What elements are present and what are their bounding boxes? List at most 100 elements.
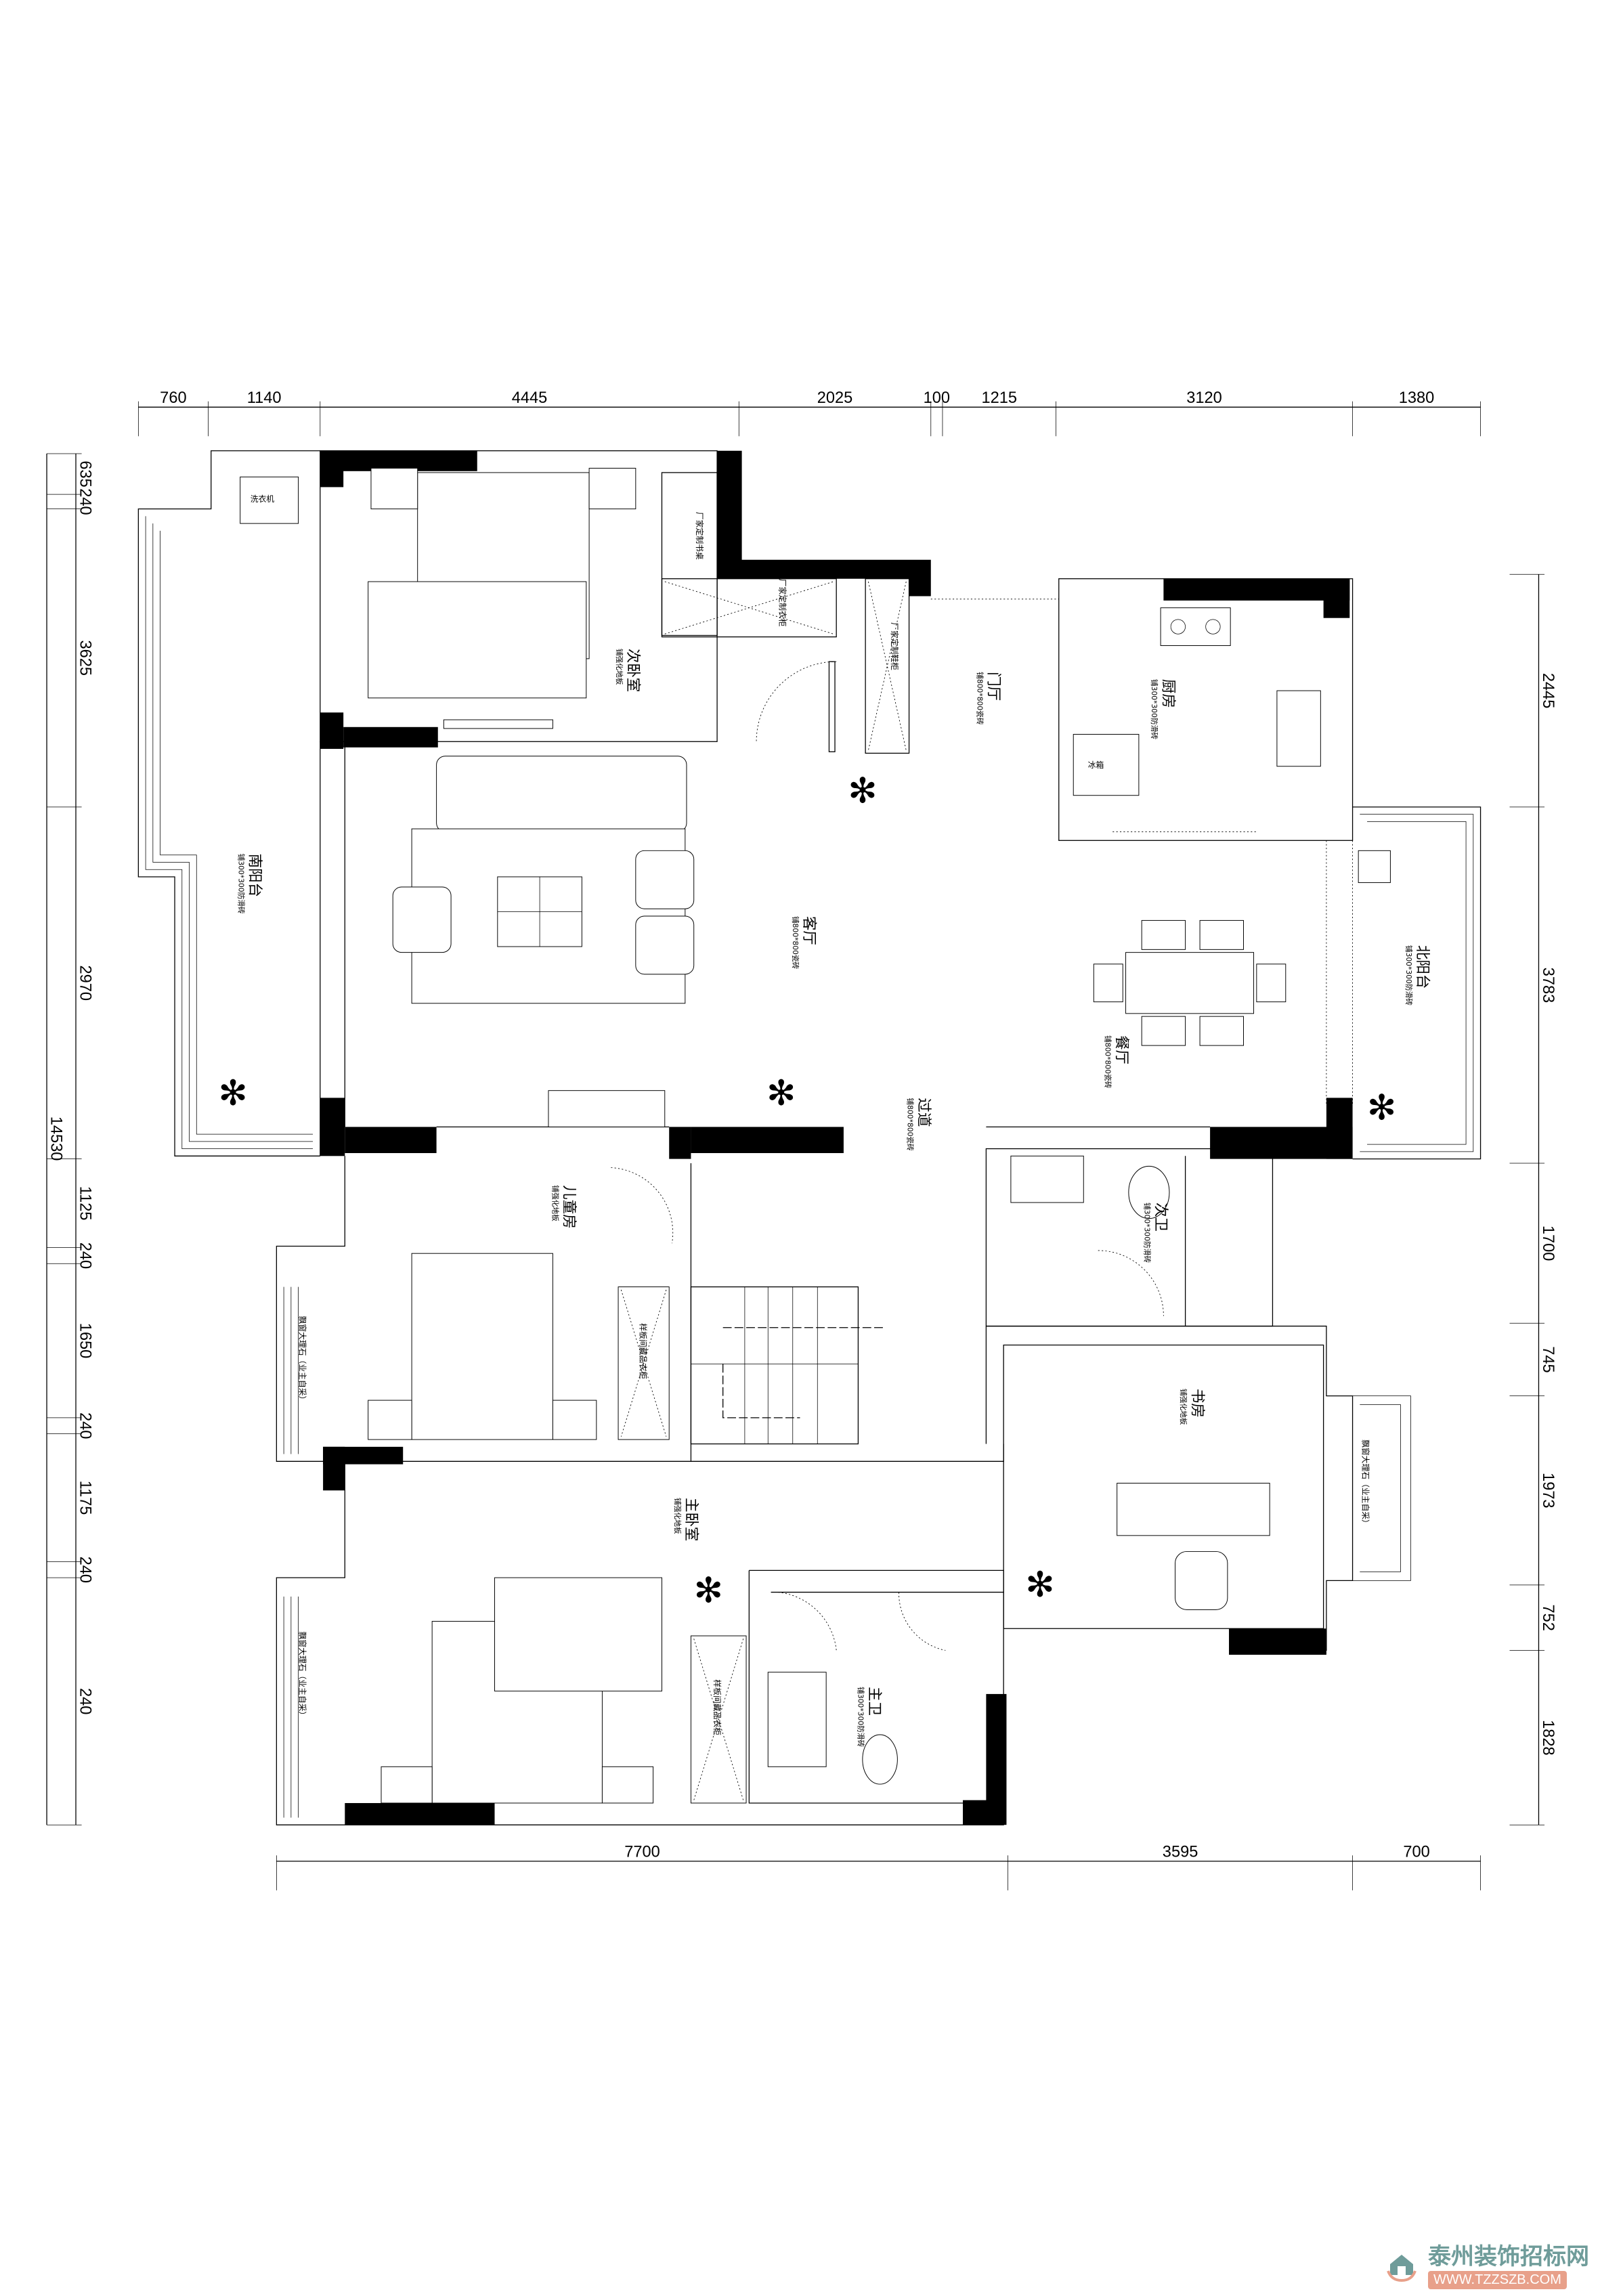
room-second-bathroom: 次卫 铺300*300防滑砖	[1142, 1203, 1169, 1263]
room-floor-note: 铺800*800瓷砖	[905, 1098, 914, 1151]
room-floor-note: 铺强化地板	[1179, 1389, 1188, 1425]
watermark-url: WWW.TZZSZB.COM	[1428, 2271, 1567, 2289]
walls: 洗衣机 厂家定制书桌 厂家定制衣柜 厂家定制鞋柜 冰箱	[137, 450, 1482, 1825]
bottom-dim-label: 3595	[1163, 1843, 1198, 1861]
dining-chairs	[1093, 919, 1287, 1046]
left-dim-label: 2970	[76, 965, 93, 1001]
top-dim-label: 1140	[247, 389, 282, 407]
room-name: 儿童房	[561, 1185, 578, 1228]
room-name: 次卧室	[624, 649, 641, 692]
children-bay-window-label: 飘窗大理石（业主自采）	[298, 1316, 307, 1404]
top-dim-label: 760	[160, 389, 186, 407]
study-desk	[1117, 1483, 1270, 1536]
left-dim-label: 240	[76, 1557, 93, 1583]
top-dim-label: 4445	[512, 389, 548, 407]
watermark-title: 泰州装饰招标网	[1428, 2243, 1589, 2271]
room-name: 厨房	[1159, 679, 1176, 708]
svg-text:✻: ✻	[218, 1073, 247, 1114]
room-floor-note: 铺强化地板	[615, 649, 624, 685]
left-dim-label: 3625	[76, 641, 93, 676]
right-dim-label: 1973	[1539, 1473, 1557, 1509]
room-name: 南阳台	[246, 854, 263, 897]
tv-cabinet-bedroom	[443, 719, 553, 729]
right-dim-label: 1700	[1539, 1226, 1557, 1261]
custom-wardrobe-label: 厂家定制衣柜	[777, 579, 787, 627]
watermark-logo: 泰州装饰招标网 WWW.TZZSZB.COM	[1385, 2243, 1589, 2289]
custom-desk-label: 厂家定制书桌	[695, 512, 704, 560]
room-north-balcony: 北阳台 铺300*300防滑砖	[1404, 945, 1431, 1005]
room-floor-note: 铺300*300防滑砖	[856, 1687, 865, 1747]
right-dim-label: 3783	[1539, 968, 1557, 1003]
master-wardrobe-label: 样板间藏品衣柜	[712, 1679, 722, 1735]
room-floor-note: 铺800*800瓷砖	[1103, 1035, 1112, 1089]
room-master-bathroom: 主卫 铺300*300防滑砖	[856, 1687, 882, 1747]
north-balcony-outline	[1352, 806, 1482, 1160]
armchair	[392, 886, 452, 953]
left-dim-label: 1650	[76, 1323, 93, 1359]
room-second-bedroom: 次卧室 铺强化地板	[615, 649, 641, 692]
tv-cabinet	[548, 1090, 666, 1127]
children-bed	[411, 1253, 553, 1440]
left-total-dim-label: 14530	[47, 1117, 65, 1161]
room-labels: 次卧室 铺强化地板 南阳台 铺300*300防滑砖 门厅 铺800*800瓷砖 …	[237, 649, 1431, 1748]
svg-text:✻: ✻	[694, 1571, 723, 1611]
room-kitchen: 厨房 铺300*300防滑砖	[1150, 679, 1176, 739]
left-dim-label: 1175	[76, 1481, 93, 1515]
left-dim-label: 1125	[76, 1186, 93, 1221]
study-chair	[1175, 1551, 1228, 1610]
gas-stove	[1160, 607, 1231, 647]
top-dim-label: 100	[924, 389, 950, 407]
room-floor-note: 铺300*300防滑砖	[1142, 1203, 1151, 1263]
room-south-balcony: 南阳台 铺300*300防滑砖	[237, 854, 263, 914]
south-balcony-outline	[137, 450, 320, 1156]
bottom-dim-label: 7700	[624, 1843, 660, 1861]
master-toilet	[862, 1734, 898, 1785]
room-name: 客厅	[800, 916, 817, 945]
washing-machine-label: 洗衣机	[251, 494, 275, 504]
room-corridor: 过道 铺800*800瓷砖	[905, 1098, 932, 1151]
sofa	[436, 756, 687, 832]
top-dim-label: 1380	[1399, 389, 1435, 407]
room-name: 主卧室	[683, 1498, 699, 1541]
staircase	[690, 1286, 859, 1445]
room-floor-note: 铺300*300防滑砖	[1150, 679, 1159, 739]
room-foyer: 门厅 铺800*800瓷砖	[976, 672, 1002, 725]
master-bay-window-label: 飘窗大理石（业主自采）	[298, 1632, 307, 1720]
right-dim-label: 1828	[1539, 1720, 1557, 1756]
fridge	[1073, 734, 1140, 796]
top-dim-label: 3120	[1186, 389, 1222, 407]
room-study: 书房 铺强化地板	[1179, 1389, 1205, 1425]
room-name: 门厅	[985, 672, 1002, 701]
house-hands-icon	[1387, 2255, 1417, 2282]
master-rug	[494, 1577, 662, 1692]
room-name: 北阳台	[1414, 945, 1431, 989]
kitchen-sink	[1276, 690, 1321, 767]
left-dim-label: 635	[76, 460, 93, 487]
room-name: 过道	[915, 1098, 932, 1127]
left-dim-label: 240	[76, 488, 93, 515]
room-name: 主卫	[866, 1687, 883, 1716]
custom-shoe-cabinet-label: 厂家定制鞋柜	[890, 622, 899, 670]
second-rug	[368, 581, 587, 699]
top-dim-label: 2025	[817, 389, 853, 407]
plant-icons: ✻✻✻ ✻✻✻	[218, 771, 1396, 1611]
left-dim-label: 240	[76, 1688, 93, 1714]
right-dim-label: 745	[1539, 1346, 1557, 1372]
svg-text:✻: ✻	[766, 1073, 796, 1114]
right-dim-label: 752	[1539, 1604, 1557, 1630]
bottom-dim-label: 700	[1403, 1843, 1429, 1861]
room-dining: 餐厅 铺800*800瓷砖	[1103, 1035, 1129, 1089]
room-floor-note: 铺800*800瓷砖	[791, 916, 800, 970]
room-floor-note: 铺强化地板	[550, 1185, 559, 1221]
room-floor-note: 铺800*800瓷砖	[976, 672, 985, 725]
left-dim-label: 240	[76, 1242, 93, 1269]
room-name: 餐厅	[1113, 1035, 1130, 1064]
room-master-bedroom: 主卧室 铺强化地板	[673, 1498, 699, 1541]
room-floor-note: 铺强化地板	[673, 1498, 682, 1534]
svg-text:✻: ✻	[1367, 1088, 1396, 1129]
room-floor-note: 铺300*300防滑砖	[237, 854, 246, 914]
room-name: 次卫	[1152, 1203, 1169, 1232]
room-children: 儿童房 铺强化地板	[550, 1185, 577, 1228]
